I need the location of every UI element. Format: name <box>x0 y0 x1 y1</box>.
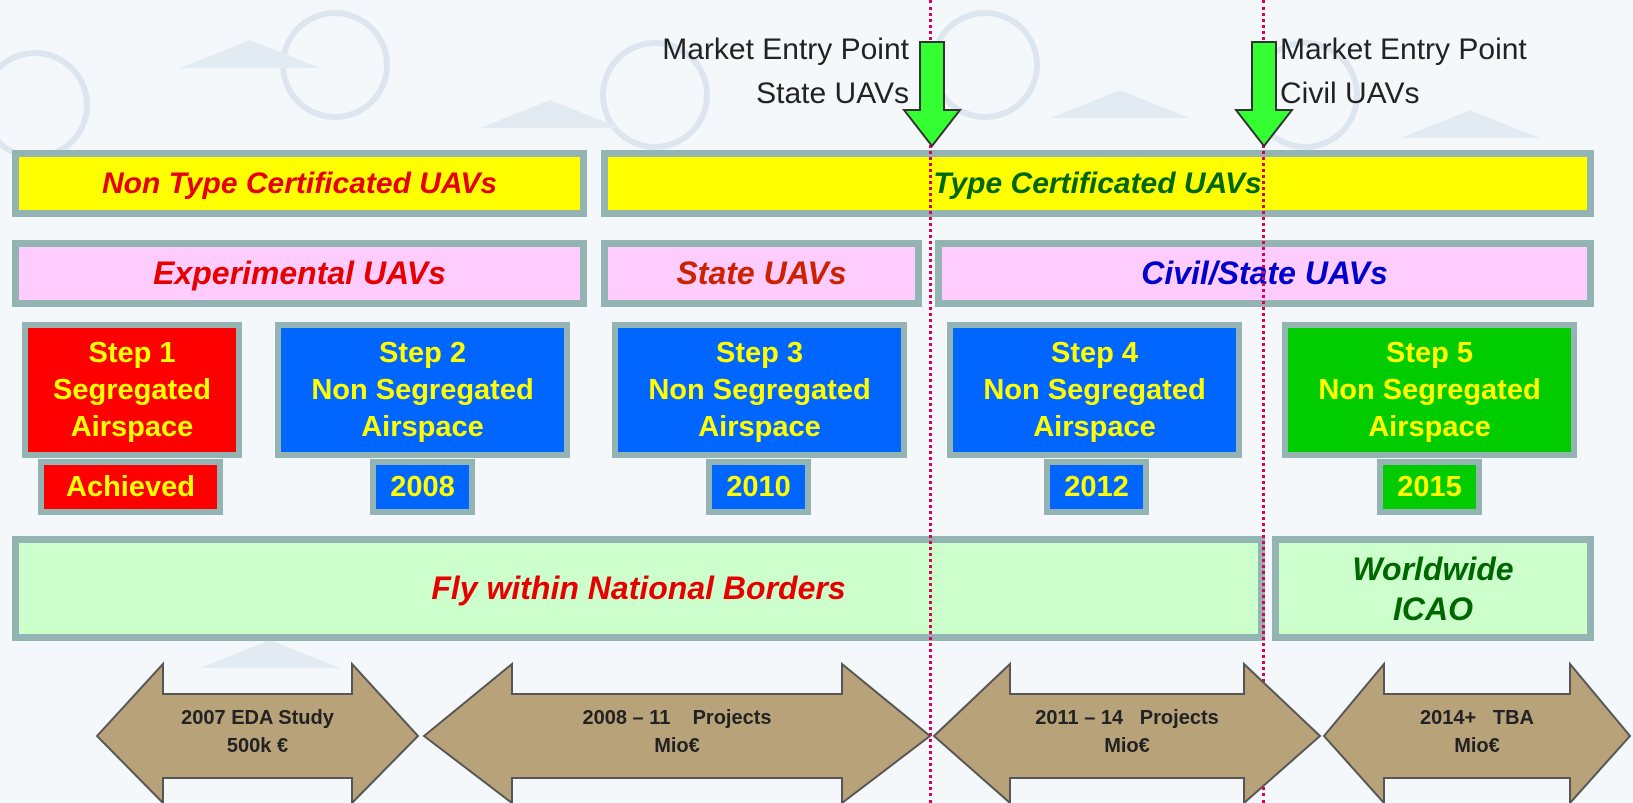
step-4-title: Step 4 <box>1050 336 1139 369</box>
step-3-line3: Airspace <box>698 410 821 443</box>
worldwide-label: Worldwide <box>1352 550 1514 587</box>
market-entry-state-line2: State UAVs <box>756 77 909 110</box>
watermark-wing <box>180 40 320 68</box>
step-3-box: Step 3 Non Segregated Airspace <box>612 322 907 458</box>
step-1-title: Step 1 <box>88 336 176 369</box>
phase-2-line2: Mio€ <box>654 735 700 757</box>
step-5-year: 2015 <box>1377 459 1482 515</box>
phase-3-label: 2011 – 14 Projects Mio€ <box>932 704 1322 760</box>
double-arrow-icon <box>1322 661 1632 803</box>
step-4-line2: Non Segregated <box>983 373 1206 406</box>
step-1-status: Achieved <box>38 459 223 515</box>
phase-1-line2: 500k € <box>226 735 289 757</box>
phase-4-line1: 2014+ TBA <box>1420 707 1534 729</box>
step-1-box: Step 1 Segregated Airspace <box>22 322 242 458</box>
watermark-logo <box>0 50 90 160</box>
double-arrow-icon <box>422 661 932 803</box>
phase-3-line2: Mio€ <box>1104 735 1150 757</box>
state-uavs-box: State UAVs <box>601 240 922 307</box>
phase-3-line1: 2011 – 14 Projects <box>1035 707 1219 729</box>
step-4-year: 2012 <box>1044 459 1149 515</box>
double-arrow-icon <box>95 661 420 803</box>
step-2-box: Step 2 Non Segregated Airspace <box>275 322 570 458</box>
non-type-certificated-box: Non Type Certificated UAVs <box>12 150 587 217</box>
step-4-line3: Airspace <box>1033 410 1156 443</box>
phase-2-line1: 2008 – 11 Projects <box>582 707 772 729</box>
step-2-line3: Airspace <box>361 410 484 443</box>
step-1-line3: Airspace <box>70 410 194 443</box>
civil-entry-dotted-line <box>1262 0 1265 803</box>
step-4-year-label: 2012 <box>1064 470 1129 503</box>
market-entry-civil-line1: Market Entry Point <box>1280 33 1527 66</box>
step-2-line2: Non Segregated <box>311 373 534 406</box>
watermark-logo <box>600 40 710 150</box>
step-4-box: Step 4 Non Segregated Airspace <box>947 322 1242 458</box>
watermark-wing <box>1050 90 1190 118</box>
step-2-year-label: 2008 <box>390 470 455 503</box>
market-entry-civil-line2: Civil UAVs <box>1280 77 1420 110</box>
step-1-status-label: Achieved <box>66 470 195 503</box>
watermark-wing <box>200 640 340 668</box>
step-5-title: Step 5 <box>1385 336 1474 369</box>
experimental-uavs-label: Experimental UAVs <box>153 255 446 291</box>
national-borders-box: Fly within National Borders <box>12 536 1265 641</box>
phase-2-label: 2008 – 11 Projects Mio€ <box>422 704 932 760</box>
market-entry-civil-label: Market Entry Point Civil UAVs <box>1280 28 1527 116</box>
phase-1-arrow: 2007 EDA Study 500k € <box>95 660 420 803</box>
phase-2-arrow: 2008 – 11 Projects Mio€ <box>422 660 932 803</box>
phase-4-arrow: 2014+ TBA Mio€ <box>1322 660 1632 803</box>
phase-4-line2: Mio€ <box>1454 735 1500 757</box>
step-1-line2: Segregated <box>53 373 211 406</box>
experimental-uavs-box: Experimental UAVs <box>12 240 587 307</box>
watermark-wing <box>480 100 620 128</box>
state-uavs-label: State UAVs <box>676 255 847 291</box>
phase-1-label: 2007 EDA Study 500k € <box>95 704 420 760</box>
step-5-line2: Non Segregated <box>1318 373 1541 406</box>
market-entry-state-line1: Market Entry Point <box>662 33 909 66</box>
phase-3-arrow: 2011 – 14 Projects Mio€ <box>932 660 1322 803</box>
market-entry-state-label: Market Entry Point State UAVs <box>662 28 909 116</box>
step-2-title: Step 2 <box>378 336 467 369</box>
down-arrow-icon <box>1234 41 1294 148</box>
type-certificated-label: Type Certificated UAVs <box>933 166 1262 200</box>
step-5-year-label: 2015 <box>1397 470 1462 503</box>
national-borders-label: Fly within National Borders <box>431 570 846 606</box>
state-entry-dotted-line <box>929 0 932 803</box>
type-certificated-box: Type Certificated UAVs <box>601 150 1594 217</box>
double-arrow-icon <box>932 661 1322 803</box>
worldwide-icao-box: Worldwide ICAO <box>1272 536 1594 641</box>
non-type-certificated-label: Non Type Certificated UAVs <box>101 166 498 200</box>
step-3-title: Step 3 <box>715 336 804 369</box>
phase-4-label: 2014+ TBA Mio€ <box>1322 704 1632 760</box>
step-3-year: 2010 <box>706 459 811 515</box>
icao-label: ICAO <box>1393 590 1473 627</box>
down-arrow-icon <box>902 41 962 148</box>
step-5-line3: Airspace <box>1368 410 1491 443</box>
step-3-year-label: 2010 <box>726 470 791 503</box>
step-5-box: Step 5 Non Segregated Airspace <box>1282 322 1577 458</box>
watermark-wing <box>1400 110 1540 138</box>
phase-1-line1: 2007 EDA Study <box>181 707 334 729</box>
step-3-line2: Non Segregated <box>648 373 871 406</box>
step-2-year: 2008 <box>370 459 475 515</box>
